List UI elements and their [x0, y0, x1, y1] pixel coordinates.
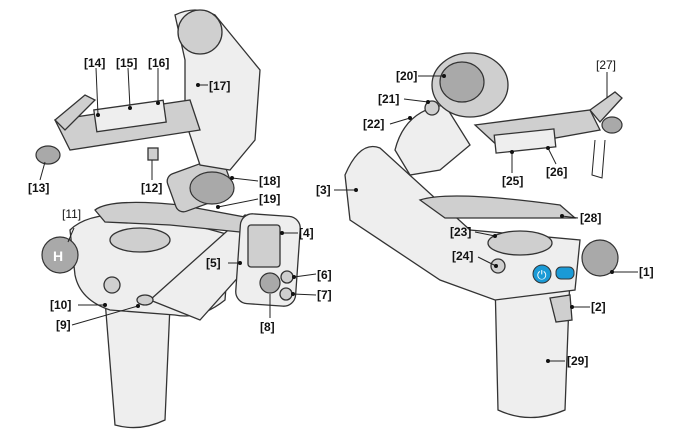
label-8: [8]: [260, 320, 275, 334]
label-27: [27]: [596, 58, 617, 72]
left-button-10: [103, 276, 121, 294]
power-icon: ⏻: [537, 268, 547, 282]
label-17: [17]: [209, 79, 231, 93]
left-plate-knob: [35, 145, 61, 165]
label-18: [18]: [259, 174, 281, 188]
right-quick-release: [493, 128, 557, 154]
label-11: [11]: [62, 207, 82, 221]
label-29: [29]: [567, 354, 589, 368]
label-21: [21]: [378, 92, 400, 106]
right-main-body: [344, 146, 581, 301]
leader-lines: [39, 67, 638, 363]
right-plate-strap: [591, 139, 606, 179]
label-14: [14]: [84, 56, 106, 70]
label-9: [9]: [56, 318, 71, 332]
left-handle: [104, 299, 171, 429]
right-motor-button-21: [424, 100, 440, 116]
label-28: [28]: [580, 211, 602, 225]
left-brand-knob: [41, 236, 79, 274]
left-joystick: [259, 272, 281, 294]
right-arm-plate: [418, 195, 577, 219]
label-1: [1]: [639, 265, 654, 279]
power-button: [532, 264, 552, 284]
left-roll-motor: [177, 9, 223, 55]
left-button-6: [280, 270, 294, 284]
label-25: [25]: [502, 174, 524, 188]
left-button-7: [279, 287, 293, 301]
label-5: [5]: [206, 256, 221, 270]
left-clamp-lever: [54, 94, 97, 131]
brand-logo-icon: H: [53, 248, 63, 264]
label-2: [2]: [591, 300, 606, 314]
label-10: [10]: [50, 298, 72, 312]
label-24: [24]: [452, 249, 474, 263]
label-16: [16]: [148, 56, 170, 70]
left-pan-motor: [109, 227, 171, 253]
label-12: [12]: [141, 181, 163, 195]
label-15: [15]: [116, 56, 138, 70]
right-pan-motor: [487, 230, 553, 256]
label-6: [6]: [317, 268, 332, 282]
left-bracket: [147, 147, 159, 161]
label-19: [19]: [259, 192, 281, 206]
right-side-knob: [581, 239, 619, 277]
label-3: [3]: [316, 183, 331, 197]
label-13: [13]: [28, 181, 50, 195]
left-button-9: [136, 294, 154, 306]
right-plate-knob: [601, 116, 623, 134]
right-handle: [494, 274, 571, 419]
left-quick-release: [93, 99, 167, 133]
label-20: [20]: [396, 69, 418, 83]
right-function-button: [555, 266, 575, 280]
right-top-motor-cap: [439, 61, 485, 103]
label-23: [23]: [450, 225, 472, 239]
label-4: [4]: [299, 226, 314, 240]
label-26: [26]: [546, 165, 568, 179]
right-trigger: [549, 294, 573, 323]
left-screen: [247, 224, 281, 268]
left-tilt-motor-ring: [189, 171, 235, 205]
label-22: [22]: [363, 117, 385, 131]
label-7: [7]: [317, 288, 332, 302]
